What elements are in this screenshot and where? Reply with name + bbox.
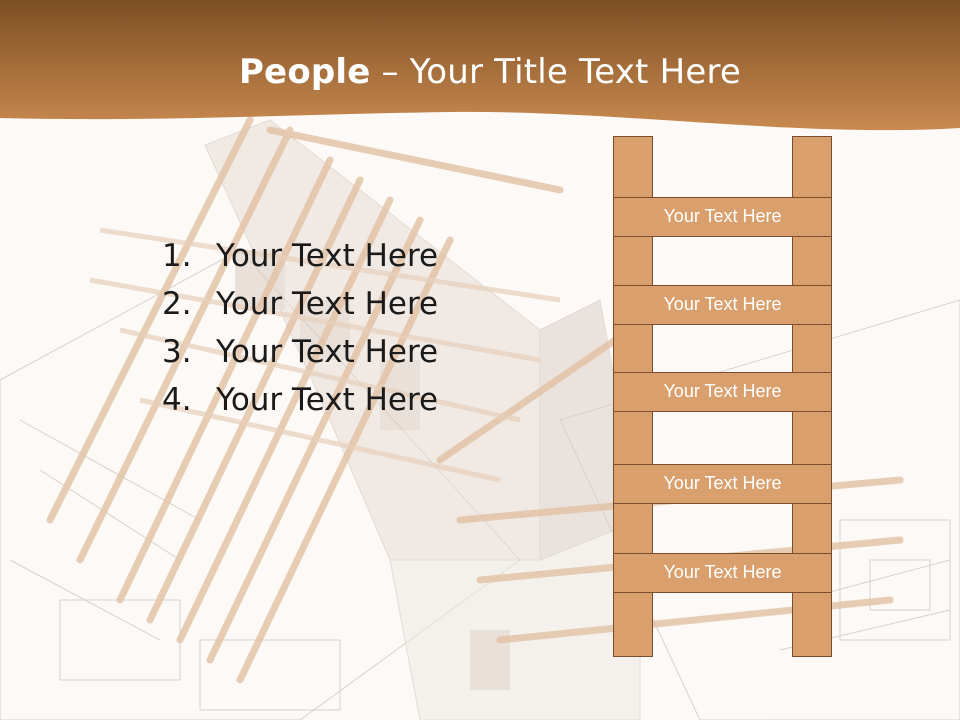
title-text: Your Title Text Here	[409, 52, 742, 92]
list-item-text: Your Text Here	[216, 382, 439, 418]
title-bold-word: People	[238, 52, 371, 92]
ladder-rung: Your Text Here	[613, 464, 832, 504]
list-item: 2. Your Text Here	[162, 280, 438, 328]
ladder-rung: Your Text Here	[613, 553, 832, 593]
numbered-list: 1. Your Text Here 2. Your Text Here 3. Your…	[162, 232, 438, 424]
list-item-text: Your Text Here	[216, 286, 439, 322]
list-item-text: Your Text Here	[216, 334, 439, 370]
list-item-number: 2.	[162, 286, 192, 322]
list-item-number: 3.	[162, 334, 192, 370]
list-item-number: 4.	[162, 382, 192, 418]
ladder-rung: Your Text Here	[613, 285, 832, 325]
list-item: 4. Your Text Here	[162, 376, 438, 424]
list-item-text: Your Text Here	[216, 238, 439, 274]
header-wave-banner	[0, 0, 960, 131]
ladder-rung: Your Text Here	[613, 197, 832, 237]
list-item-number: 1.	[162, 238, 192, 274]
slide-title: People – Your Title Text Here	[0, 52, 960, 92]
title-dash: –	[381, 52, 399, 92]
list-item: 3. Your Text Here	[162, 328, 438, 376]
list-item: 1. Your Text Here	[162, 232, 438, 280]
ladder-rung: Your Text Here	[613, 372, 832, 412]
